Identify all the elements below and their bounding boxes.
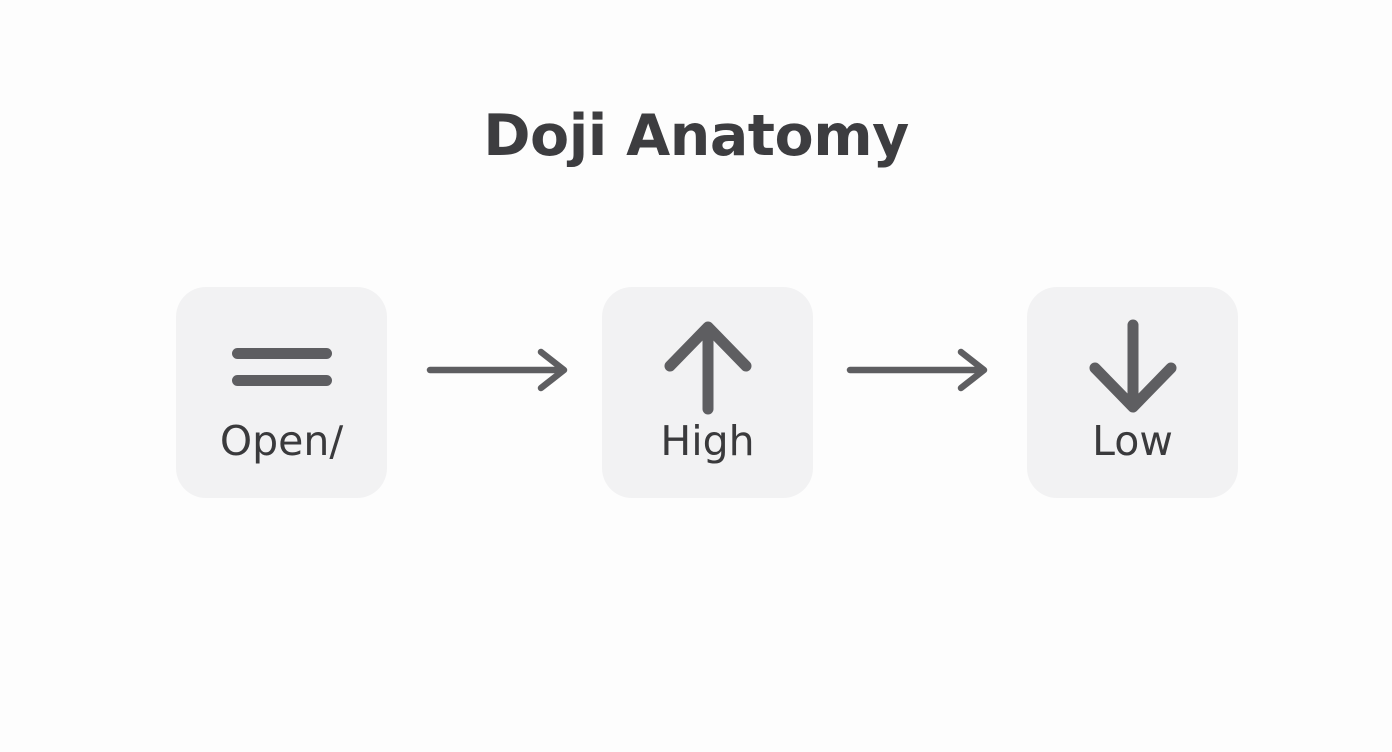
arrow-down-icon	[1027, 315, 1238, 419]
page-title: Doji Anatomy	[483, 103, 909, 169]
arrow-right-icon	[844, 347, 994, 393]
arrow-up-icon	[602, 315, 813, 419]
step-card-high[interactable]: High	[602, 287, 813, 498]
step-card-low[interactable]: Low	[1027, 287, 1238, 498]
flow-row: Open/ High	[0, 287, 1392, 499]
step-card-open-close[interactable]: Open/	[176, 287, 387, 498]
arrow-right-icon	[424, 347, 574, 393]
equals-icon	[176, 315, 387, 419]
step-label-open-close: Open/	[219, 417, 344, 465]
step-label-low: Low	[1092, 417, 1173, 465]
step-label-high: High	[660, 417, 755, 465]
